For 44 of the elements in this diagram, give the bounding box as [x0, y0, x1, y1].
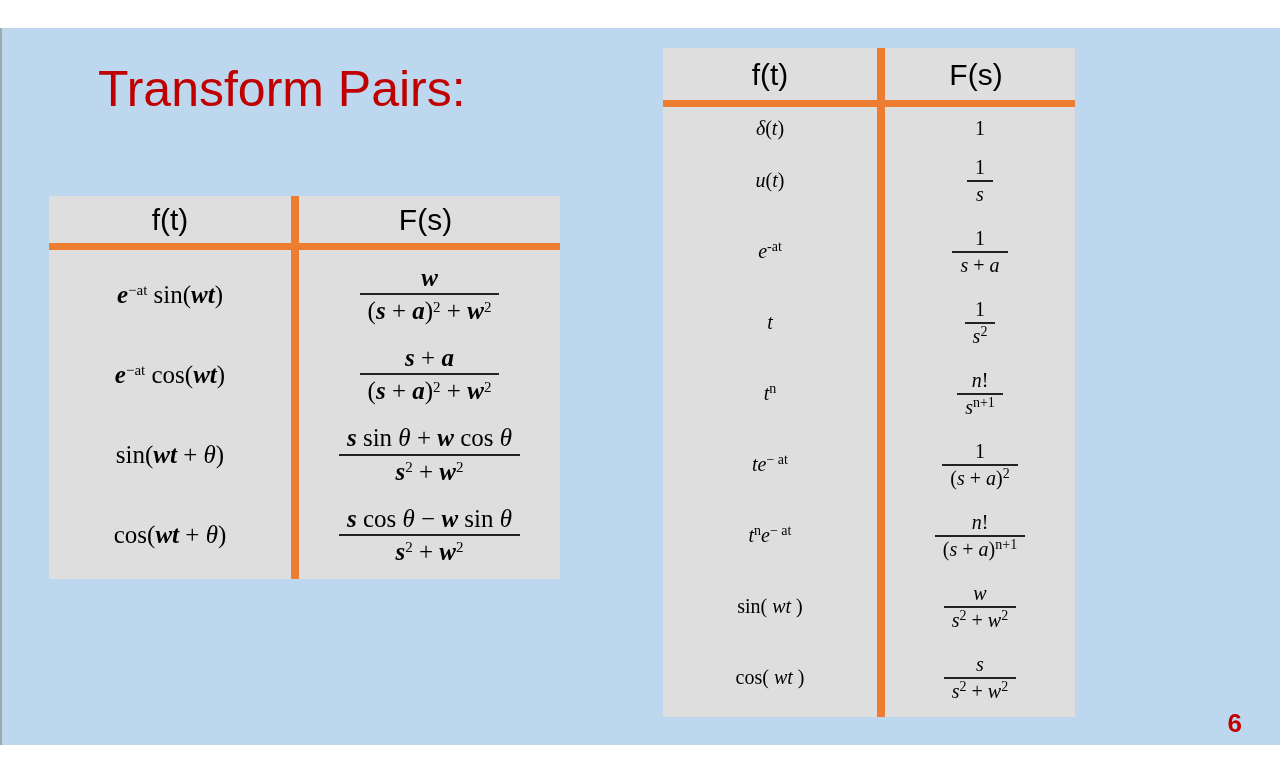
numerator: n! — [970, 509, 990, 535]
function-expression: e$^{-at}$ — [758, 239, 782, 264]
function-expression: te$^{− at}$ — [752, 452, 788, 477]
function-expression: e$^{−at}$ cos(wt) — [114, 359, 226, 390]
function-expression: sin(wt + θ) — [115, 440, 225, 471]
function-expression: t — [767, 310, 773, 335]
numerator: w — [972, 580, 988, 606]
denominator: s + a — [959, 252, 1001, 278]
function-expression: t$^{n}$e$^{− at}$ — [748, 523, 792, 548]
denominator: (s + a)$^{2}$ + w$^{2}$ — [366, 376, 493, 407]
column-header: F(s) — [398, 202, 453, 238]
numerator: w — [420, 262, 439, 293]
function-expression: t$^{n}$ — [763, 381, 777, 406]
denominator: (s + a)$^{2}$ — [949, 465, 1011, 491]
page-number: 6 — [1227, 707, 1242, 740]
function-expression: u(t) — [755, 168, 785, 193]
numerator: 1 — [974, 225, 986, 251]
denominator: s — [975, 181, 985, 207]
numerator: 1 — [974, 154, 986, 180]
denominator: s$^{2}$ + w$^{2}$ — [394, 536, 465, 567]
slide-title: Transform Pairs: — [98, 60, 466, 119]
function-expression: e$^{−at}$ sin(wt) — [116, 279, 224, 310]
numerator: s sin θ + w cos θ — [345, 423, 514, 454]
denominator: (s + a)$^{n+1}$ — [941, 536, 1019, 562]
numerator: 1 — [974, 438, 986, 464]
denominator: s$^{n+1}$ — [964, 394, 996, 420]
denominator: s$^{2}$ + w$^{2}$ — [394, 456, 465, 487]
column-header: f(t) — [751, 56, 789, 93]
function-expression: sin( wt ) — [737, 594, 803, 619]
column-header: F(s) — [949, 56, 1003, 93]
function-expression: cos(wt + θ) — [113, 520, 227, 551]
transform-expression: 1 — [975, 115, 985, 141]
numerator: s + a — [404, 343, 455, 374]
numerator: 1 — [974, 296, 986, 322]
numerator: s cos θ − w sin θ — [345, 503, 514, 534]
function-expression: cos( wt ) — [735, 665, 805, 690]
denominator: (s + a)$^{2}$ + w$^{2}$ — [366, 296, 493, 327]
denominator: s$^{2}$ + w$^{2}$ — [950, 678, 1010, 704]
numerator: n! — [970, 367, 990, 393]
function-expression: δ(t) — [755, 115, 785, 141]
denominator: s$^{2}$ + w$^{2}$ — [950, 607, 1010, 633]
denominator: s$^{2}$ — [971, 323, 989, 349]
column-header: f(t) — [151, 202, 189, 238]
numerator: s — [975, 651, 985, 677]
